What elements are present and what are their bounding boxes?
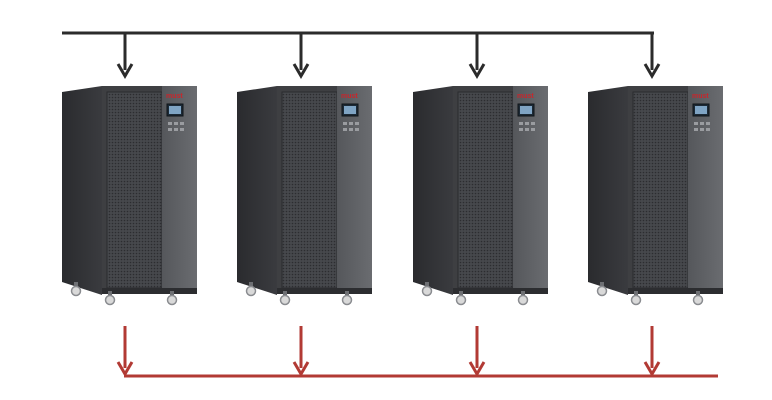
- wheel: [421, 285, 433, 297]
- lcd-display: [520, 106, 532, 114]
- wheel-mount: [283, 291, 287, 297]
- wheel: [692, 294, 704, 306]
- wheel: [245, 285, 257, 297]
- wheel-mount: [345, 291, 349, 297]
- control-button: [343, 128, 347, 131]
- lcd-display: [169, 106, 181, 114]
- lcd-display: [344, 106, 356, 114]
- wheel: [596, 285, 608, 297]
- control-button: [355, 122, 359, 125]
- input-arrow-head: [292, 63, 310, 79]
- control-button: [174, 128, 178, 131]
- brand-label: must: [517, 93, 534, 100]
- control-button: [700, 128, 704, 131]
- wheel-mount: [634, 291, 638, 297]
- control-panel: [513, 86, 548, 294]
- cabinet-base: [453, 288, 548, 294]
- control-panel: [162, 86, 197, 294]
- control-button: [355, 128, 359, 131]
- control-button: [706, 122, 710, 125]
- cabinet-side: [413, 86, 453, 295]
- control-button: [519, 122, 523, 125]
- input-arrow-head: [468, 63, 486, 79]
- ups-cabinet: must: [413, 33, 548, 377]
- mesh-door: [632, 91, 689, 289]
- brand-label: must: [166, 93, 183, 100]
- wheel-mount: [74, 282, 78, 288]
- wheel: [279, 294, 291, 306]
- wheel-mount: [600, 282, 604, 288]
- cabinet-base: [102, 288, 197, 294]
- cabinet-side: [237, 86, 277, 295]
- control-button: [168, 122, 172, 125]
- wheel: [341, 294, 353, 306]
- control-button: [343, 122, 347, 125]
- control-button: [525, 128, 529, 131]
- control-button: [525, 122, 529, 125]
- control-button: [168, 128, 172, 131]
- wheel: [455, 294, 467, 306]
- cabinet-base: [277, 288, 372, 294]
- brand-label: must: [692, 93, 709, 100]
- mesh-door: [457, 91, 514, 289]
- output-arrow-head: [292, 361, 310, 377]
- wheel: [104, 294, 116, 306]
- control-panel: [337, 86, 372, 294]
- control-button: [706, 128, 710, 131]
- output-arrow-head: [468, 361, 486, 377]
- control-panel: [688, 86, 723, 294]
- ups-cabinet: must: [62, 33, 197, 377]
- control-button: [694, 128, 698, 131]
- control-button: [180, 128, 184, 131]
- wheel-mount: [696, 291, 700, 297]
- control-button: [174, 122, 178, 125]
- input-arrow-head: [116, 63, 134, 79]
- control-button: [531, 128, 535, 131]
- control-button: [180, 122, 184, 125]
- wheel: [70, 285, 82, 297]
- cabinet-base: [628, 288, 723, 294]
- mesh-door: [281, 91, 338, 289]
- wheel: [630, 294, 642, 306]
- control-button: [694, 122, 698, 125]
- ups-units: must must must must: [62, 33, 723, 377]
- wheel: [517, 294, 529, 306]
- control-button: [519, 128, 523, 131]
- wheel-mount: [459, 291, 463, 297]
- wheel-mount: [108, 291, 112, 297]
- wheel-mount: [170, 291, 174, 297]
- brand-label: must: [341, 93, 358, 100]
- cabinet-side: [62, 86, 102, 295]
- output-arrow-head: [643, 361, 661, 377]
- wheel-mount: [521, 291, 525, 297]
- wheel-mount: [249, 282, 253, 288]
- control-button: [531, 122, 535, 125]
- output-arrow-head: [116, 361, 134, 377]
- control-button: [700, 122, 704, 125]
- input-arrow-head: [643, 63, 661, 79]
- lcd-display: [695, 106, 707, 114]
- wheel-mount: [425, 282, 429, 288]
- wheel: [166, 294, 178, 306]
- cabinet-side: [588, 86, 628, 295]
- ups-cabinet: must: [588, 33, 723, 377]
- control-button: [349, 128, 353, 131]
- control-button: [349, 122, 353, 125]
- mesh-door: [106, 91, 163, 289]
- ups-cabinet: must: [237, 33, 372, 377]
